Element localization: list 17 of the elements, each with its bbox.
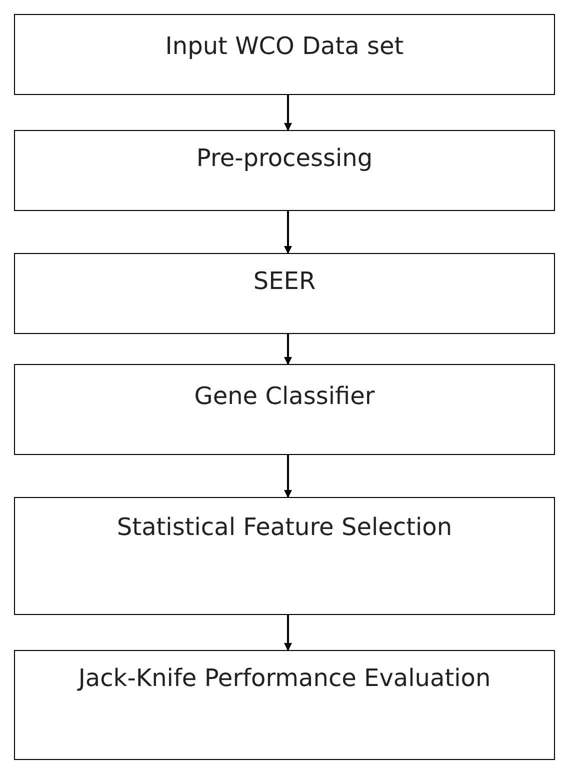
box-label: Statistical Feature Selection [116,512,452,543]
process-box [14,14,555,95]
box-label: Pre-processing [196,143,373,174]
box-label: SEER [253,266,316,297]
arrow [284,615,292,651]
process-box [14,130,555,211]
box-label: Jack-Knife Performance Evaluation [78,663,491,694]
process-box [14,497,555,615]
arrow [284,334,292,365]
box-label: Gene Classifier [194,381,375,412]
arrow [284,455,292,498]
process-box [14,650,555,760]
arrow [284,95,292,131]
arrow [284,211,292,254]
box-label: Input WCO Data set [165,31,404,62]
process-box [14,253,555,334]
process-box [14,364,555,455]
